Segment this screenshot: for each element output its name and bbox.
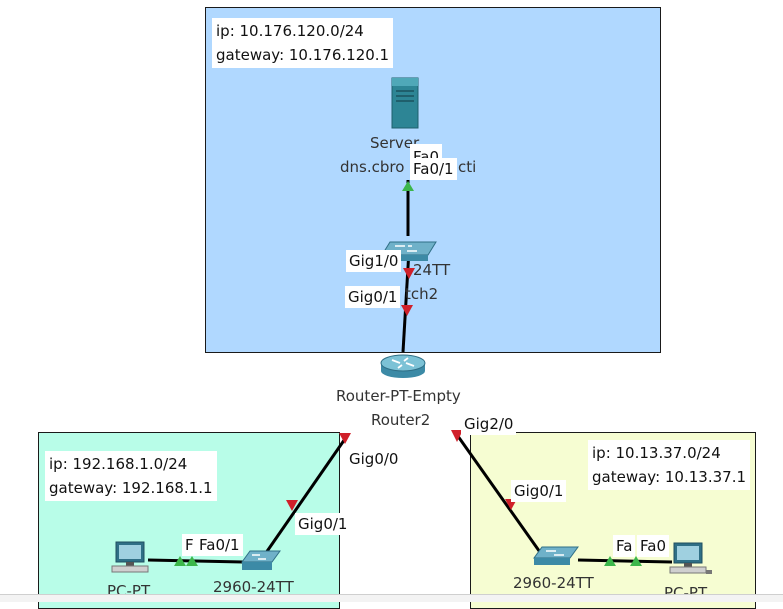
router-icon[interactable] — [380, 354, 426, 378]
link-up-indicator — [402, 181, 414, 191]
note-top-ip: ip: 10.176.120.0/24 — [216, 22, 364, 40]
port-label-switch-top-gig01: Gig0/1 — [345, 286, 401, 308]
note-top[interactable]: ip: 10.176.120.0/24 gateway: 10.176.120.… — [212, 18, 394, 68]
link-up-indicator — [186, 556, 198, 566]
port-label-router-gig00: Gig0/0 — [346, 448, 402, 470]
link-down-indicator — [339, 433, 351, 444]
cables — [147, 180, 673, 564]
router-model-label: Router-PT-Empty — [336, 387, 461, 405]
switch-right-model-label: 2960-24TT — [513, 574, 594, 592]
port-label-switch-left-gig01: Gig0/1 — [295, 513, 351, 535]
cable-pc-left-switch-left[interactable] — [147, 558, 244, 564]
router-name-label: Router2 — [371, 411, 431, 429]
link-up-indicator — [174, 556, 186, 566]
port-label-pc-right-fa0: Fa0 — [637, 535, 669, 557]
note-right-gateway: gateway: 10.13.37.1 — [592, 468, 746, 486]
link-up-indicator — [630, 556, 642, 566]
note-right[interactable]: ip: 10.13.37.0/24 gateway: 10.13.37.1 — [588, 440, 750, 490]
cable-switch-right-pc-right[interactable] — [577, 558, 673, 564]
note-left-gateway: gateway: 192.168.1.1 — [49, 479, 213, 497]
port-label-switch-right-fa-cut: Fa — [613, 535, 636, 557]
port-label-switch-right-gig01: Gig0/1 — [511, 480, 567, 502]
note-left-ip: ip: 192.168.1.0/24 — [49, 455, 188, 473]
server-icon[interactable] — [391, 77, 419, 129]
server-name-label-tail: cti — [458, 158, 477, 176]
note-right-ip: ip: 10.13.37.0/24 — [592, 444, 721, 462]
port-label-router-gig20: Gig2/0 — [461, 413, 517, 435]
port-label-server-fa0: Fa0 — [410, 144, 442, 160]
link-up-indicator — [604, 556, 616, 566]
pc-icon[interactable] — [111, 541, 149, 573]
port-label-switch-left-fa01: Fa0/1 — [196, 534, 243, 556]
switch-left-model-label: 2960-24TT — [213, 578, 294, 596]
server-name-label: dns.cbro — [340, 158, 405, 176]
link-down-indicator — [286, 500, 298, 511]
port-label-switch-top-fa01: Fa0/1 — [410, 158, 457, 180]
pc-icon[interactable] — [669, 542, 712, 574]
cable-router-switch-right[interactable] — [453, 431, 544, 556]
switch-icon[interactable] — [241, 550, 281, 570]
switch-icon[interactable] — [533, 546, 579, 565]
link-down-indicator — [451, 430, 463, 442]
bottom-scrollbar[interactable] — [0, 594, 783, 602]
switch-top-name-label: tch2 — [405, 285, 439, 303]
link-down-indicator — [403, 268, 415, 279]
cable-router-switch-left[interactable] — [259, 435, 349, 561]
cable-switch-router[interactable] — [401, 249, 411, 353]
port-label-switch-top-gig10: Gig1/0 — [346, 250, 402, 272]
note-top-gateway: gateway: 10.176.120.1 — [216, 46, 390, 64]
note-left[interactable]: ip: 192.168.1.0/24 gateway: 192.168.1.1 — [45, 451, 217, 501]
server-type-label: Server — [370, 134, 420, 152]
switch-top-model-label: 24TT — [413, 261, 451, 279]
link-down-indicator — [401, 305, 413, 316]
port-label-switch-left-fa-cut: F — [182, 534, 197, 556]
